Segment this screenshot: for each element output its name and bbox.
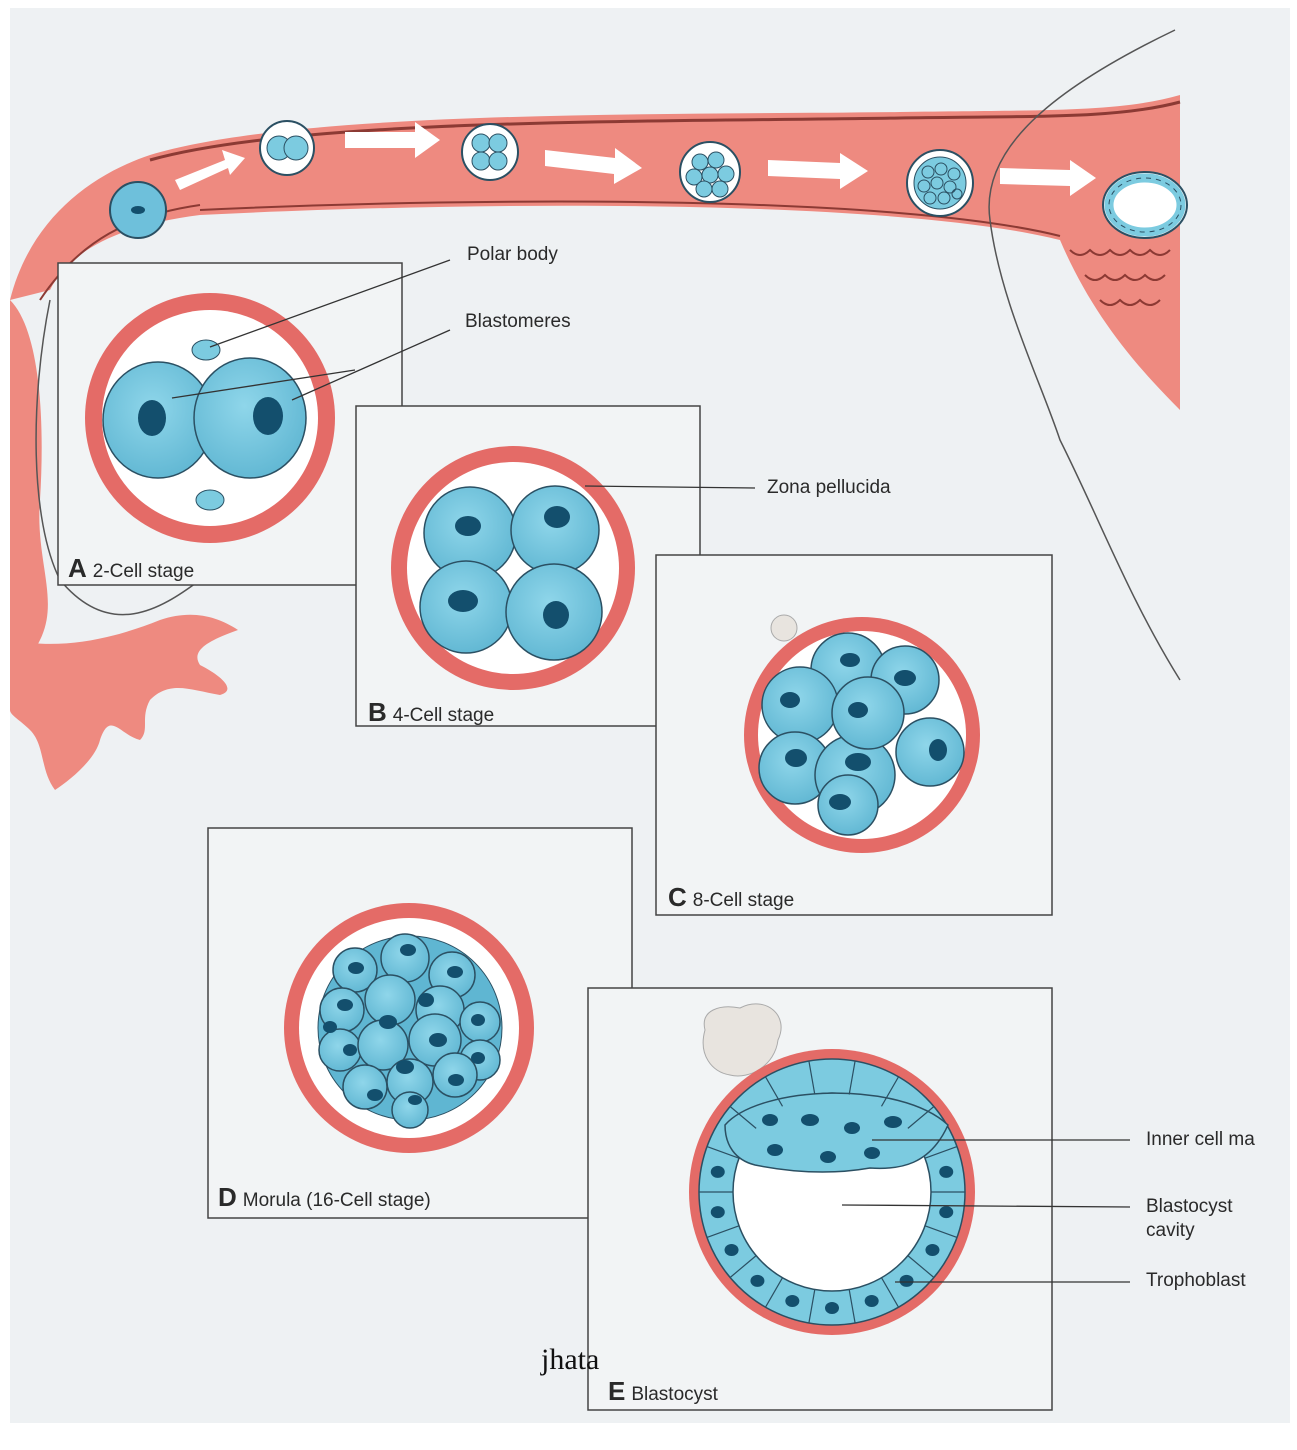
tube-embryo-2cell [260,121,314,175]
trophoblast-nucleus [750,1275,764,1287]
tube-embryo-blastocyst [1103,172,1187,238]
tube-embryo-8cell [680,142,740,202]
label-blastocyst-cavity-line2: cavity [1146,1220,1195,1242]
panel-c-title-text: 8-Cell stage [693,890,794,911]
trophoblast-nucleus [825,1302,839,1314]
panel-a-letter: A [68,553,87,583]
panel-c-title: C 8-Cell stage [668,882,794,913]
trophoblast-nucleus [939,1166,953,1178]
inner-cell-mass [725,1093,948,1172]
label-blastomeres: Blastomeres [465,311,571,333]
trophoblast-nucleus [785,1295,799,1307]
tube-embryo-zygote [110,182,166,238]
trophoblast-nucleus [865,1295,879,1307]
panel-d-letter: D [218,1182,237,1212]
polar-body-bottom [196,490,224,510]
tube-embryo-morula [907,150,973,216]
panel-c [656,555,1052,915]
label-polar-body: Polar body [467,244,558,266]
panel-b-title-text: 4-Cell stage [393,705,494,726]
blastomere-right [194,358,306,478]
trophoblast-nucleus [711,1166,725,1178]
panel-a-title-text: 2-Cell stage [93,561,194,582]
label-blastocyst-cavity-line1: Blastocyst [1146,1196,1233,1218]
panel-d-title: D Morula (16-Cell stage) [218,1182,431,1213]
panel-d [208,828,632,1218]
trophoblast-nucleus [925,1244,939,1256]
panel-b-letter: B [368,697,387,727]
caption: jhata [541,1343,599,1377]
panel-e [588,988,1130,1410]
label-zona-pellucida: Zona pellucida [767,477,891,499]
panel-a [58,263,402,585]
label-trophoblast: Trophoblast [1146,1270,1246,1292]
tube-embryo-4cell [462,124,518,180]
panel-e-letter: E [608,1376,625,1406]
panel-e-title: E Blastocyst [608,1376,718,1407]
label-inner-cell-mass: Inner cell ma [1146,1129,1255,1151]
panel-c-letter: C [668,882,687,912]
trophoblast-nucleus [711,1206,725,1218]
trophoblast-nucleus [900,1275,914,1287]
trophoblast-nucleus [939,1206,953,1218]
polar-body-top [192,340,220,360]
panel-e-title-text: Blastocyst [631,1384,718,1405]
trophoblast-nucleus [725,1244,739,1256]
panel-b-title: B 4-Cell stage [368,697,494,728]
panel-d-title-text: Morula (16-Cell stage) [243,1190,431,1211]
panel-a-title: A 2-Cell stage [68,553,194,584]
